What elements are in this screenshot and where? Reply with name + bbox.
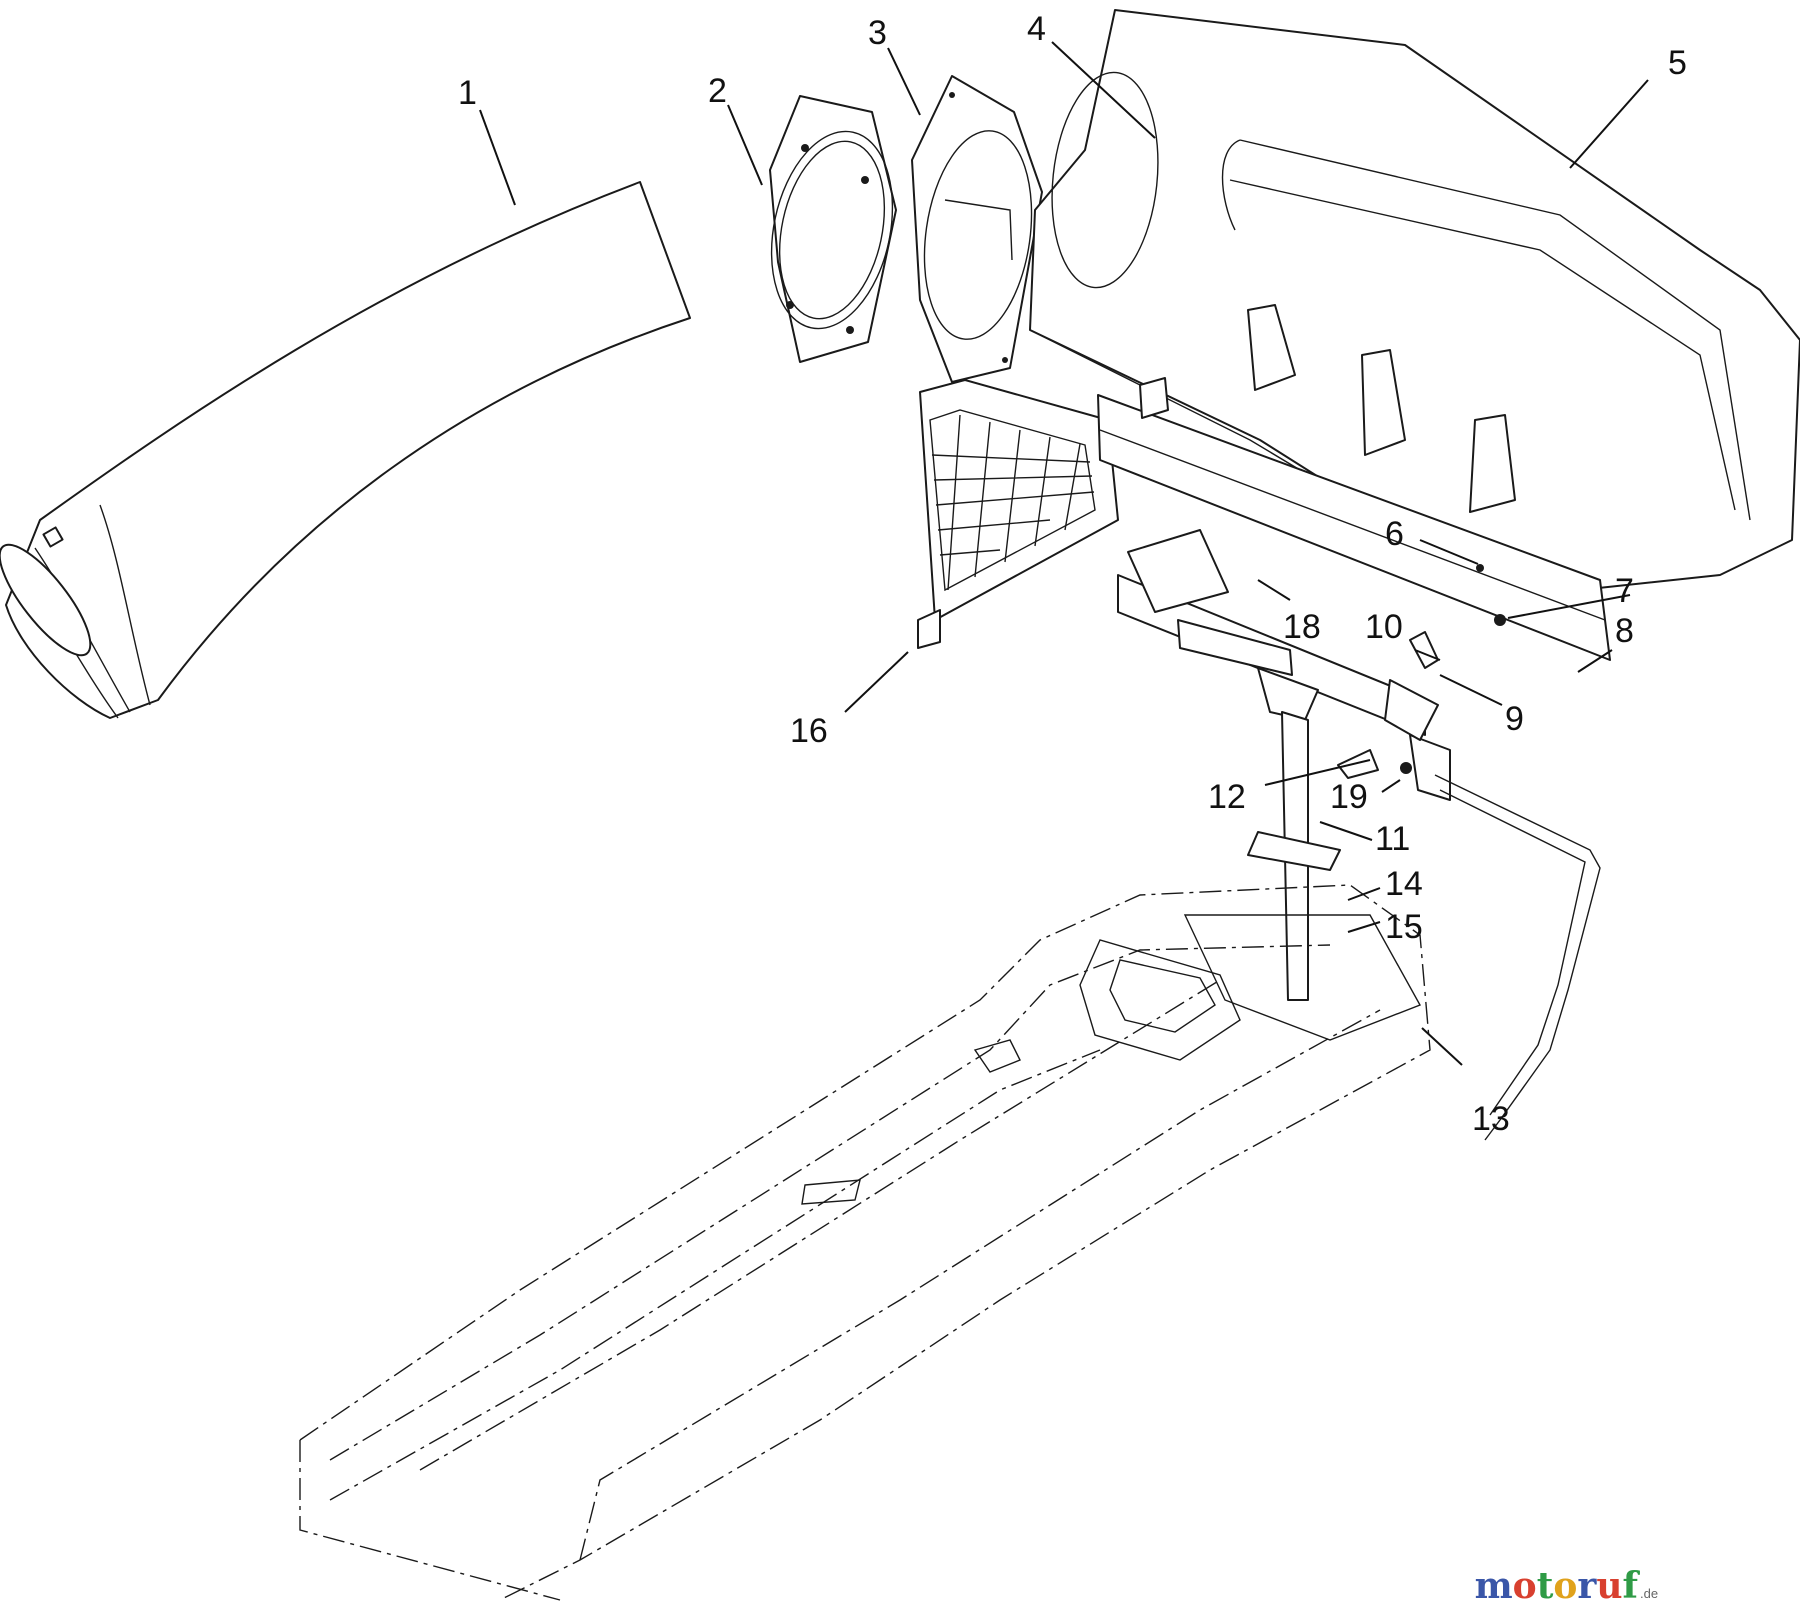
callout-8: 8 — [1615, 612, 1634, 650]
callout-6: 6 — [1385, 515, 1404, 553]
callout-leaders — [479, 41, 1649, 1066]
callout-14: 14 — [1385, 865, 1423, 903]
brace-rod — [1434, 774, 1601, 1141]
callout-12: 12 — [1208, 778, 1246, 816]
callout-5: 5 — [1668, 44, 1687, 82]
callout-18: 18 — [1283, 608, 1321, 646]
callout-1: 1 — [458, 74, 477, 112]
callout-labels: 1 2 3 4 5 6 7 8 9 10 11 12 13 14 15 16 1… — [458, 10, 1687, 1138]
callout-3: 3 — [868, 14, 887, 52]
frame — [299, 884, 1431, 1601]
center-support — [1117, 377, 1451, 1001]
motoruf-watermark: motoruf .de — [1475, 1565, 1659, 1607]
callout-2: 2 — [708, 72, 727, 110]
callout-15: 15 — [1385, 908, 1423, 946]
mounting-rail — [1097, 394, 1611, 669]
callout-11: 11 — [1375, 820, 1410, 858]
watermark-logo: motoruf — [1475, 1565, 1641, 1607]
callout-4: 4 — [1027, 10, 1046, 48]
callout-9: 9 — [1505, 700, 1524, 738]
callout-19: 19 — [1330, 778, 1368, 816]
hopper-housing — [1029, 9, 1800, 591]
screen — [917, 379, 1119, 649]
adapter-plate — [911, 75, 1043, 383]
watermark-tld: .de — [1640, 1586, 1658, 1601]
callout-10: 10 — [1365, 608, 1403, 646]
callout-7: 7 — [1615, 572, 1634, 610]
callout-16: 16 — [790, 712, 828, 750]
discharge-tube — [0, 181, 691, 719]
flange-gasket — [769, 95, 897, 363]
callout-13: 13 — [1472, 1100, 1510, 1138]
